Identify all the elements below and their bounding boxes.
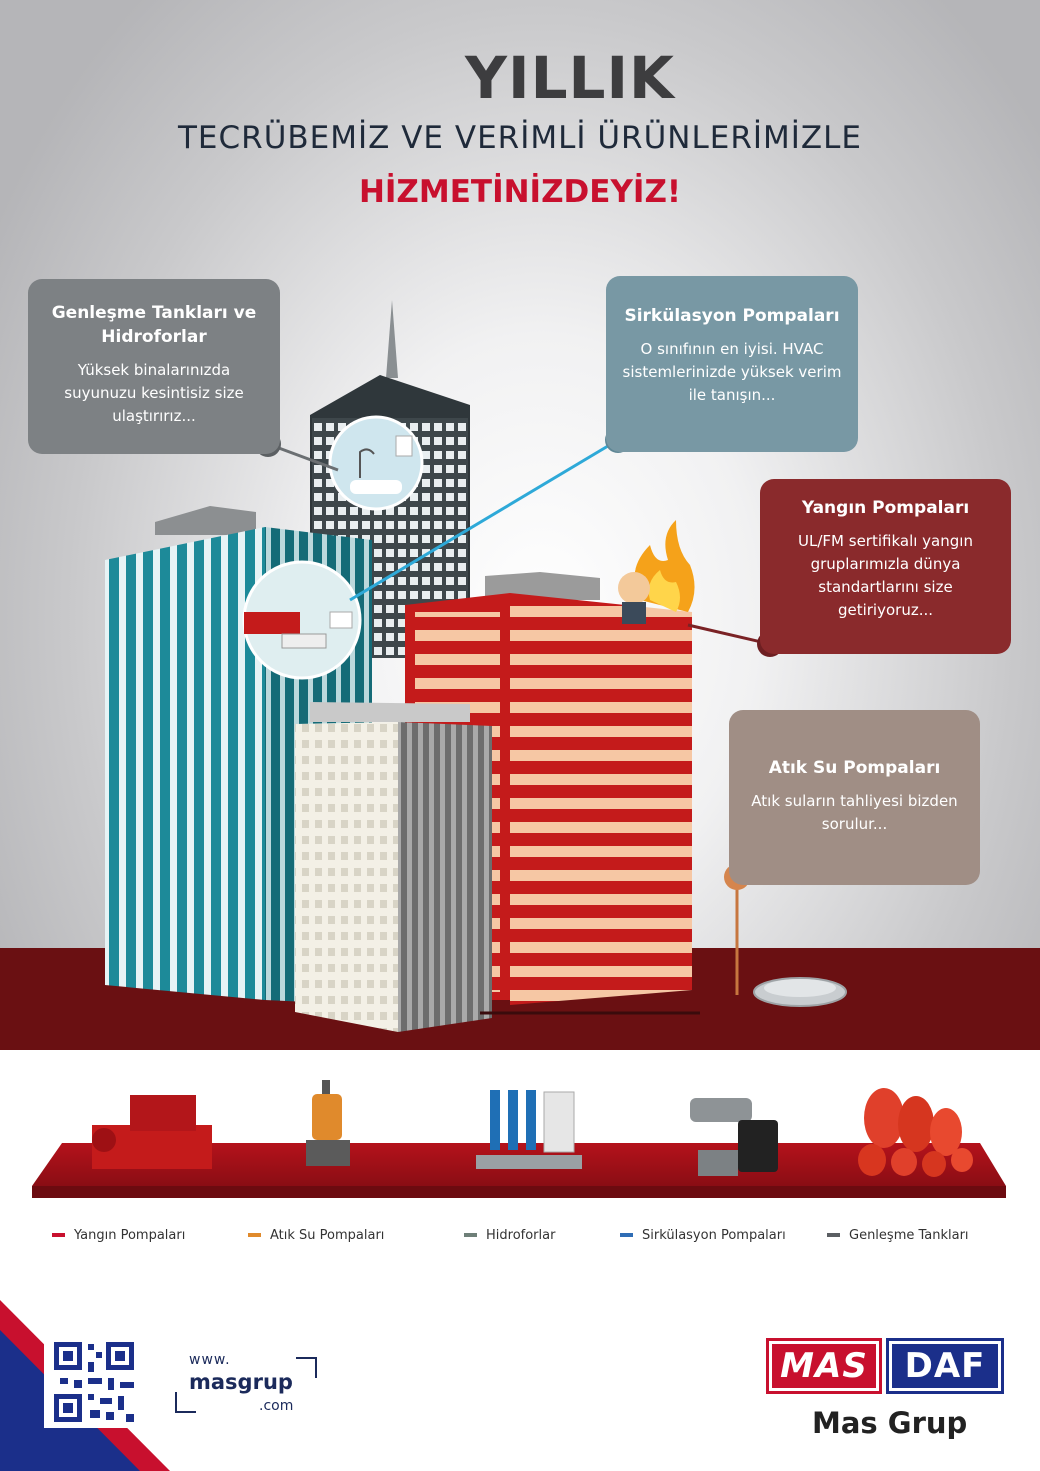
years-heading: YILLIK	[464, 44, 676, 112]
website-link[interactable]: www. masgrup .com	[175, 1352, 317, 1414]
wastewater-pump-product	[306, 1080, 350, 1166]
legend-swatch	[464, 1232, 477, 1237]
legend-item-wastewater-pumps: Atık Su Pompaları	[248, 1226, 384, 1246]
mas-logo-text: MAS	[772, 1344, 876, 1388]
legend-swatch	[620, 1232, 633, 1237]
card-text: O sınıfının en iyisi. HVAC sistemleriniz…	[622, 340, 842, 404]
card-title: Yangın Pompaları	[801, 498, 970, 518]
card-title: Atık Su Pompaları	[768, 758, 941, 778]
website-prefix: www.	[189, 1352, 231, 1368]
card-text: Yüksek binalarınızda suyunuzu kesintisiz…	[64, 361, 244, 425]
card-title: Sirkülasyon Pompaları	[624, 306, 840, 326]
company-logo: MAS DAF Mas Grup	[766, 1338, 1006, 1448]
living-room-zoom-icon	[242, 560, 362, 680]
bathroom-zoom-icon	[328, 415, 424, 511]
website-bracket	[175, 1357, 317, 1413]
product-legend: Yangın Pompaları Atık Su Pompaları Hidro…	[0, 1226, 1040, 1248]
legend-item-circulation-pumps: Sirkülasyon Pompaları	[620, 1226, 786, 1246]
tagline-line-2: HİZMETİNİZDEYİZ!	[358, 174, 682, 210]
card-text: Atık suların tahliyesi bizden sorulur...	[751, 792, 958, 833]
daf-logo: DAF	[886, 1338, 1004, 1394]
fire-icon	[618, 520, 695, 624]
website-name: masgrup	[189, 1370, 293, 1394]
daf-logo-text: DAF	[892, 1344, 998, 1388]
mas-logo: MAS	[766, 1338, 882, 1394]
legend-swatch	[52, 1232, 65, 1237]
tagline-line-1: TECRÜBEMİZ VE VERİMLİ ÜRÜNLERİMİZLE	[177, 120, 862, 156]
website-suffix: .com	[259, 1398, 294, 1414]
card-text: UL/FM sertifikalı yangın gruplarımızla d…	[798, 532, 973, 619]
manhole-icon	[753, 977, 847, 1007]
expansion-tanks-product	[858, 1088, 973, 1177]
fire-pump-product	[92, 1095, 212, 1169]
legend-item-expansion-tanks: Genleşme Tankları	[827, 1226, 969, 1246]
legend-item-fire-pumps: Yangın Pompaları	[52, 1226, 185, 1246]
circulation-pump-product	[690, 1098, 778, 1176]
card-expansion-tanks: Genleşme Tankları ve Hidroforlar Yüksek …	[28, 279, 280, 454]
white-building	[295, 702, 492, 1032]
booster-pump-product	[476, 1090, 582, 1169]
card-title: Genleşme Tankları ve Hidroforlar	[51, 303, 257, 347]
company-name: Mas Grup	[812, 1406, 968, 1440]
card-fire-pumps: Yangın Pompaları UL/FM sertifikalı yangı…	[760, 479, 1011, 654]
card-circulation-pumps: Sirkülasyon Pompaları O sınıfının en iyi…	[606, 276, 858, 452]
legend-swatch	[827, 1232, 840, 1237]
card-wastewater-pumps: Atık Su Pompaları Atık suların tahliyesi…	[729, 710, 980, 885]
qr-code	[44, 1330, 142, 1428]
legend-item-boosters: Hidroforlar	[464, 1226, 555, 1246]
legend-swatch	[248, 1232, 261, 1237]
